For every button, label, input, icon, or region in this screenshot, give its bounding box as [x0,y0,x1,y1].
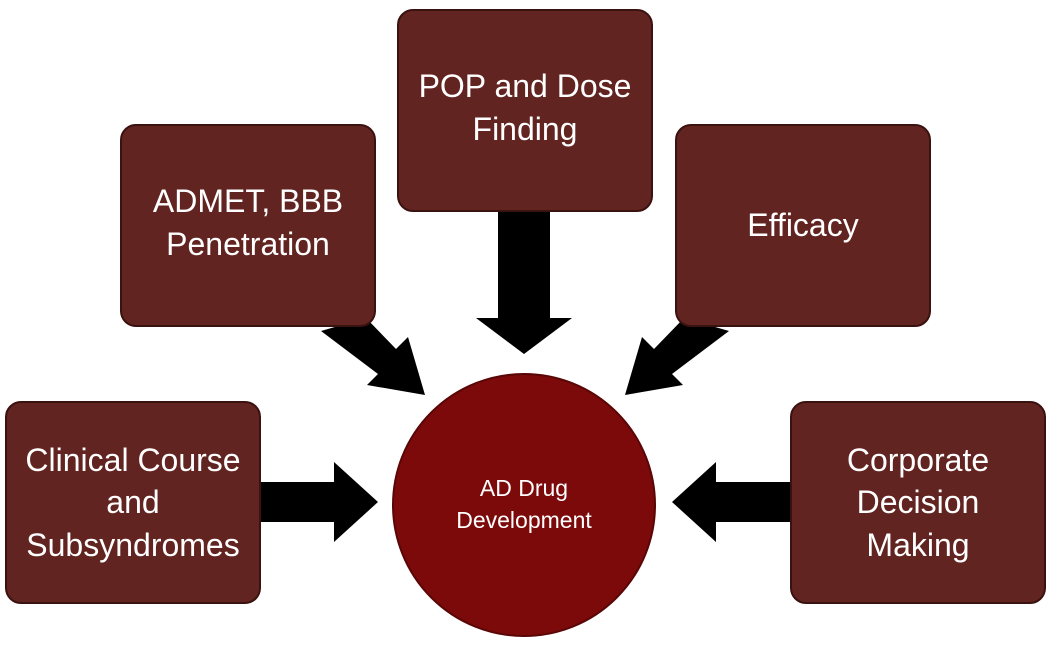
node-pop-label: POP and Dose Finding [418,68,632,147]
node-efficacy-label: Efficacy [747,207,859,244]
center-node-label: AD Drug Development [456,475,592,533]
arrow-pop-to-center [476,212,572,354]
node-admet-bbb: ADMET, BBB Penetration [120,124,376,327]
node-clinical-course: Clinical Course and Subsyndromes [5,401,261,604]
node-corporate-label: Corporate Decision Making [846,442,990,563]
node-pop-dose-finding: POP and Dose Finding [397,9,653,212]
arrow-corporate-to-center [672,462,790,542]
node-clinical-label: Clinical Course and Subsyndromes [25,442,241,563]
node-admet-label: ADMET, BBB Penetration [152,183,344,262]
arrow-clinical-to-center [261,462,378,542]
arrow-efficacy-to-center [625,318,729,395]
arrow-admet-to-center [321,318,425,395]
center-node-ad-drug-development: AD Drug Development [392,373,656,637]
node-corporate-decision: Corporate Decision Making [790,401,1046,604]
node-efficacy: Efficacy [675,124,931,327]
